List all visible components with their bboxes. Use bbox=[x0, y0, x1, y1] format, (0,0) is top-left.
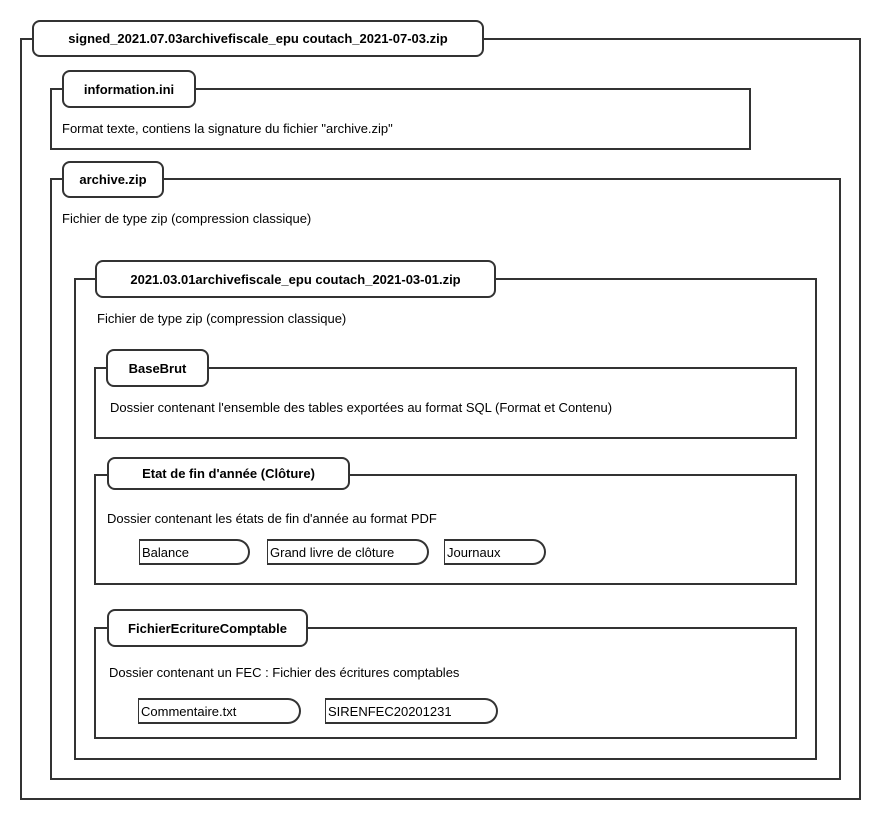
file-commentaire[interactable]: Commentaire.txt bbox=[138, 698, 301, 724]
file-journaux[interactable]: Journaux bbox=[444, 539, 546, 565]
etat-description: Dossier contenant les états de fin d'ann… bbox=[107, 511, 437, 526]
etat-title[interactable]: Etat de fin d'année (Clôture) bbox=[107, 457, 350, 490]
etat-container bbox=[94, 474, 797, 585]
information-ini-description: Format texte, contiens la signature du f… bbox=[62, 121, 393, 136]
file-balance[interactable]: Balance bbox=[139, 539, 250, 565]
root-archive-title[interactable]: signed_2021.07.03archivefiscale_epu cout… bbox=[32, 20, 484, 57]
basebrut-description: Dossier contenant l'ensemble des tables … bbox=[110, 400, 613, 415]
archive-zip-container bbox=[50, 178, 841, 780]
fec-description: Dossier contenant un FEC : Fichier des é… bbox=[109, 665, 460, 680]
information-ini-title[interactable]: information.ini bbox=[62, 70, 196, 108]
archive-zip-title[interactable]: archive.zip bbox=[62, 161, 164, 198]
fec-container bbox=[94, 627, 797, 739]
file-sirenfec[interactable]: SIRENFEC20201231 bbox=[325, 698, 498, 724]
inner-zip-title[interactable]: 2021.03.01archivefiscale_epu coutach_202… bbox=[95, 260, 496, 298]
file-grand-livre[interactable]: Grand livre de clôture bbox=[267, 539, 429, 565]
basebrut-title[interactable]: BaseBrut bbox=[106, 349, 209, 387]
inner-zip-description: Fichier de type zip (compression classiq… bbox=[97, 311, 347, 326]
information-ini-container bbox=[50, 88, 751, 150]
basebrut-container bbox=[94, 367, 797, 439]
archive-zip-description: Fichier de type zip (compression classiq… bbox=[62, 211, 312, 226]
fec-title[interactable]: FichierEcritureComptable bbox=[107, 609, 308, 647]
